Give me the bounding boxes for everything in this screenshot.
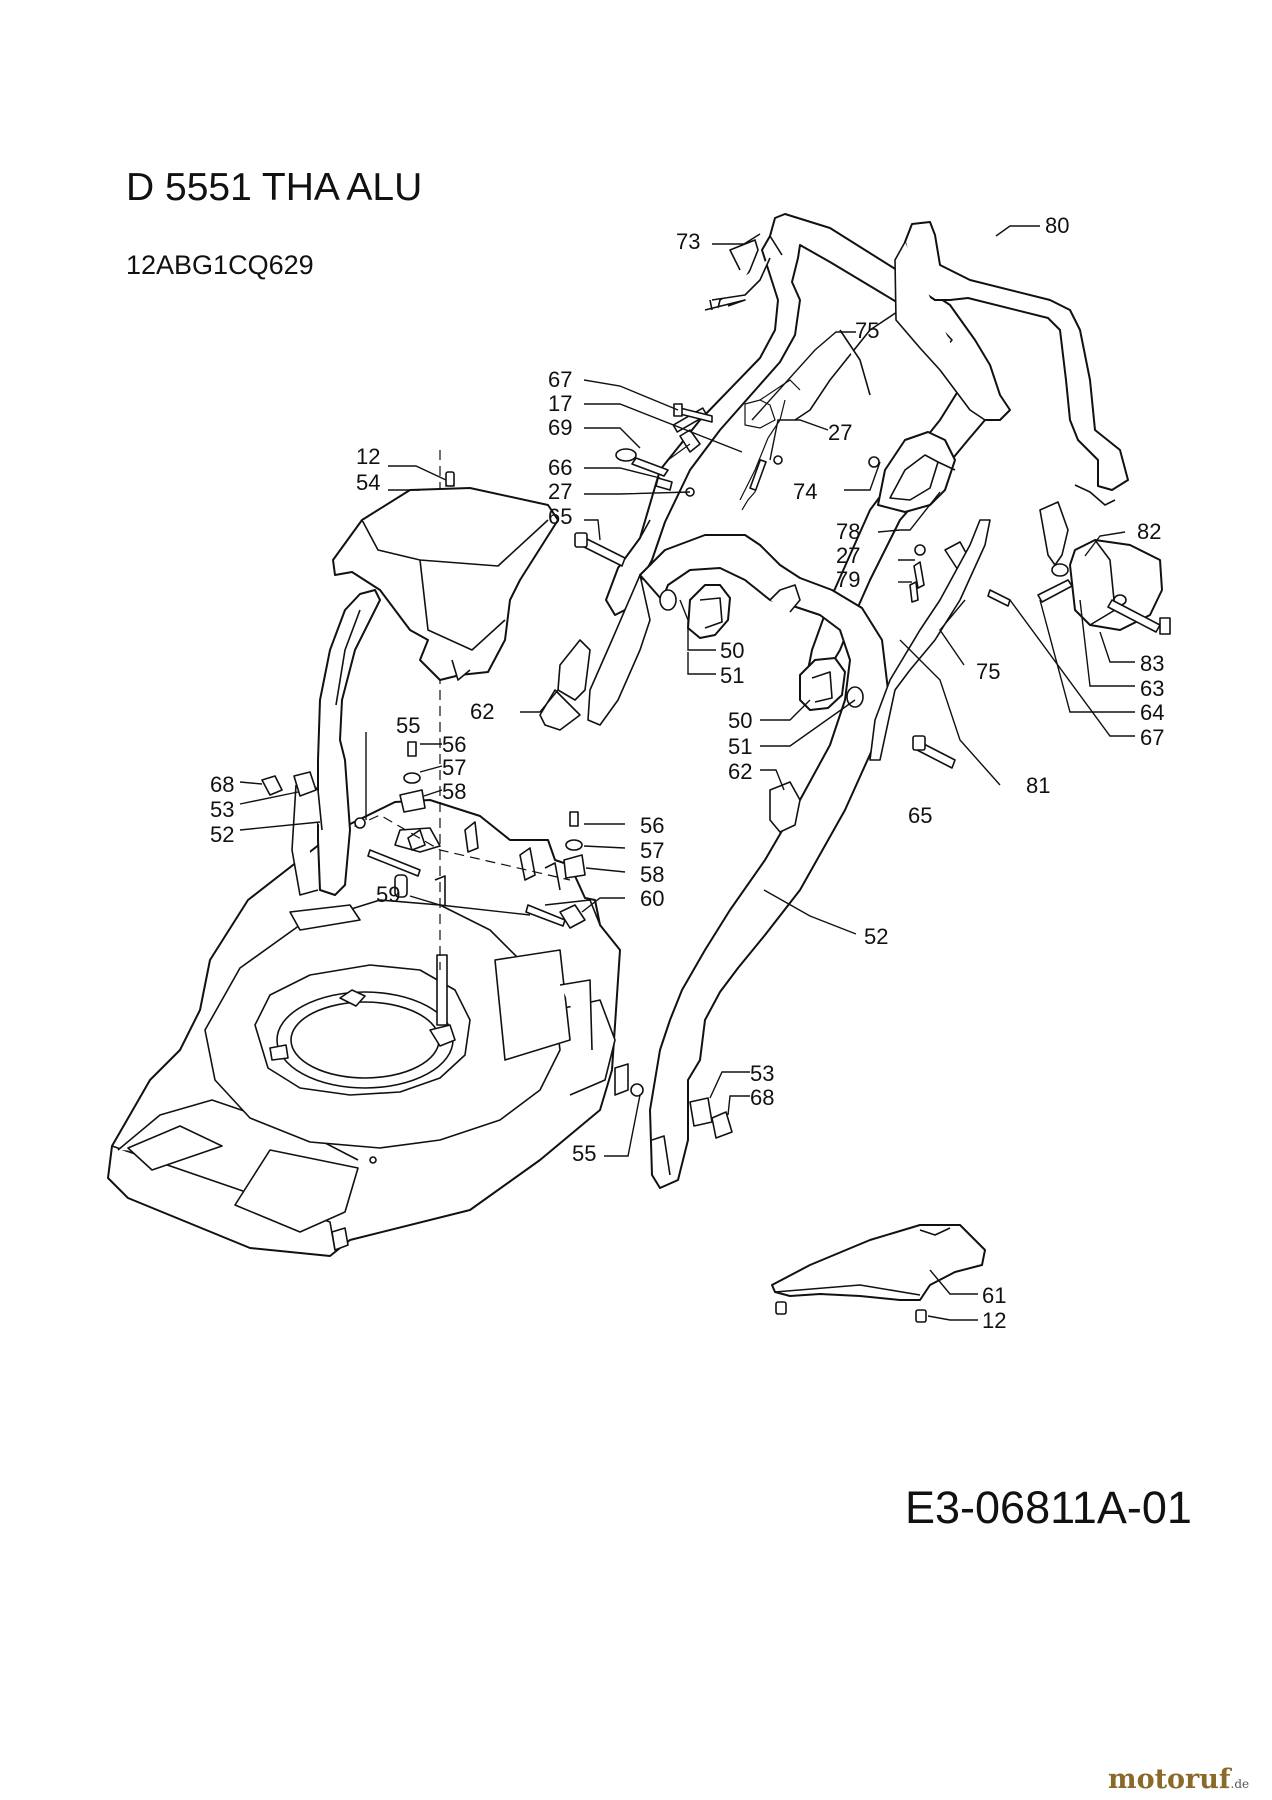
- label-50-upper: 50: [720, 638, 744, 663]
- label-27-c: 27: [836, 543, 860, 568]
- label-59: 59: [376, 882, 400, 907]
- label-80: 80: [1045, 213, 1069, 238]
- handle-spacer-62-lower: [769, 781, 801, 833]
- document-number: E3-06811A-01: [905, 1482, 1192, 1533]
- label-57-right: 57: [640, 838, 664, 863]
- label-52-right: 52: [864, 924, 888, 949]
- label-66: 66: [548, 455, 572, 480]
- label-67-top: 67: [548, 367, 572, 392]
- label-78: 78: [836, 519, 860, 544]
- rear-guard-part-54: [332, 487, 559, 681]
- model-number: 12ABG1CQ629: [126, 250, 314, 280]
- label-58-left: 58: [442, 779, 466, 804]
- deflector-61: [771, 1224, 986, 1323]
- label-53-right: 53: [750, 1061, 774, 1086]
- label-51-lower: 51: [728, 734, 752, 759]
- brand-logo: motoruf.de: [1108, 1764, 1249, 1795]
- label-61: 61: [982, 1283, 1006, 1308]
- screw-12-top: [445, 471, 455, 487]
- cover-74: [868, 431, 956, 513]
- cover-82: [1039, 501, 1163, 631]
- part-number-labels: 73 80 75 67 17 69 27 66 27 65 74 78 27 7…: [210, 213, 1164, 1333]
- label-68-left: 68: [210, 772, 234, 797]
- brand-name: motoruf: [1108, 1764, 1231, 1795]
- label-62-lower: 62: [728, 759, 752, 784]
- fasteners: [354, 403, 1171, 1139]
- label-53-left: 53: [210, 797, 234, 822]
- label-75-mid: 75: [976, 659, 1000, 684]
- label-68-right: 68: [750, 1085, 774, 1110]
- label-55-right: 55: [572, 1141, 596, 1166]
- label-56-left: 56: [442, 732, 466, 757]
- label-75-top: 75: [855, 318, 879, 343]
- label-62-upper: 62: [470, 699, 494, 724]
- bail-bar-80: [839, 221, 1129, 506]
- lever-81: [869, 519, 991, 761]
- page-title: D 5551 THA ALU: [126, 166, 423, 209]
- handle-spacer-62-upper: [539, 639, 591, 731]
- label-83: 83: [1140, 651, 1164, 676]
- label-65-lower: 65: [908, 803, 932, 828]
- label-57-left: 57: [442, 755, 466, 780]
- label-82: 82: [1137, 519, 1161, 544]
- label-27-b: 27: [548, 479, 572, 504]
- lower-handle-right-52: [587, 534, 889, 1189]
- label-56-right: 56: [640, 813, 664, 838]
- label-52-left: 52: [210, 822, 234, 847]
- label-74: 74: [793, 479, 817, 504]
- label-79: 79: [836, 567, 860, 592]
- clamp-53-left: [261, 771, 317, 797]
- label-12-top: 12: [356, 444, 380, 469]
- label-50-lower: 50: [728, 708, 752, 733]
- label-63: 63: [1140, 676, 1164, 701]
- label-60: 60: [640, 886, 664, 911]
- label-55-left: 55: [396, 713, 420, 738]
- mower-deck: [107, 799, 629, 1257]
- label-58-right: 58: [640, 862, 664, 887]
- label-54: 54: [356, 470, 380, 495]
- label-27-a: 27: [828, 420, 852, 445]
- brand-tld: .de: [1230, 1777, 1250, 1791]
- label-81: 81: [1026, 773, 1050, 798]
- label-65-top: 65: [548, 504, 572, 529]
- label-64: 64: [1140, 700, 1164, 725]
- leader-lines: [239, 225, 1135, 1321]
- handle-knob-50-upper: [659, 584, 731, 639]
- label-12-bottom: 12: [982, 1308, 1006, 1333]
- label-51-upper: 51: [720, 663, 744, 688]
- label-69: 69: [548, 415, 572, 440]
- label-17: 17: [548, 391, 572, 416]
- label-67-right: 67: [1140, 725, 1164, 750]
- label-73: 73: [676, 229, 700, 254]
